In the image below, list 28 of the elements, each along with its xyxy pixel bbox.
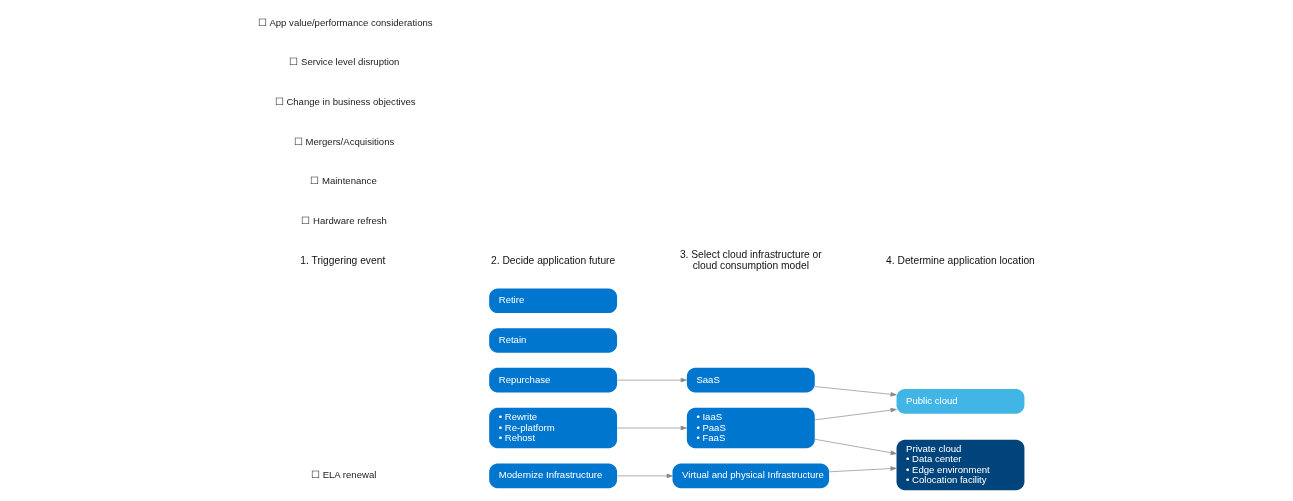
label: ☐ Maintenance xyxy=(310,175,377,187)
node-box: Retain xyxy=(489,328,618,353)
label: 2. Decide application future xyxy=(491,254,616,266)
node-box: Retire xyxy=(489,288,618,314)
label: 4. Determine application location xyxy=(886,254,1035,266)
label: ☐ Service level disruption xyxy=(289,56,400,68)
arrow xyxy=(616,473,673,479)
label: 1. Triggering event xyxy=(300,254,386,266)
arrow xyxy=(814,438,897,455)
label: ☐ ELA renewal xyxy=(310,469,377,481)
node-box: Repurchase xyxy=(489,367,618,393)
arrow xyxy=(616,425,687,431)
label: 3. Select cloud infrastructure or cloud consumption model xyxy=(679,248,822,272)
arrow xyxy=(814,386,897,397)
label: ☐ Hardware refresh xyxy=(301,214,387,226)
label: ☐ App value/performance considerations xyxy=(258,16,433,28)
node-box: • Rewrite • Re-platform • Rehost xyxy=(489,407,618,449)
arrow xyxy=(829,466,897,473)
label: ☐ Mergers/Acquisitions xyxy=(293,135,395,147)
node-box: Public cloud xyxy=(896,389,1025,414)
node-box: Modernize Infrastructure xyxy=(489,463,618,489)
arrow xyxy=(616,377,687,383)
label: ☐ Change in business objectives xyxy=(274,95,416,107)
node-box: Virtual and physical Infrastructure xyxy=(672,463,830,489)
node-box: Private cloud • Data center • Edge environment • Colocation facility xyxy=(896,439,1025,491)
node-box: SaaS xyxy=(686,367,815,393)
arrow xyxy=(814,407,897,421)
node-box: • IaaS • PaaS • FaaS xyxy=(686,407,815,449)
